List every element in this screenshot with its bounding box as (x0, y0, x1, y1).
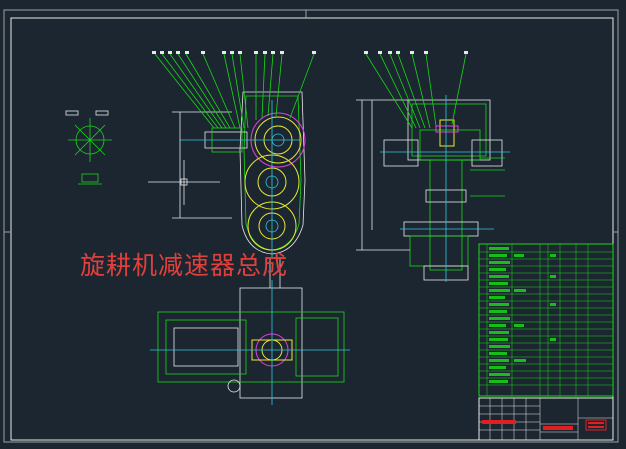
sheet-border-outer (3, 9, 619, 443)
detail-view (65, 110, 112, 185)
side-view (356, 51, 510, 282)
drawing-title: 旋耕机减速器总成 (80, 251, 289, 280)
top-view (150, 258, 350, 405)
front-view (148, 51, 316, 258)
title-block (478, 397, 614, 441)
sheet-border-inner (10, 17, 614, 441)
parts-list-table (478, 243, 614, 397)
